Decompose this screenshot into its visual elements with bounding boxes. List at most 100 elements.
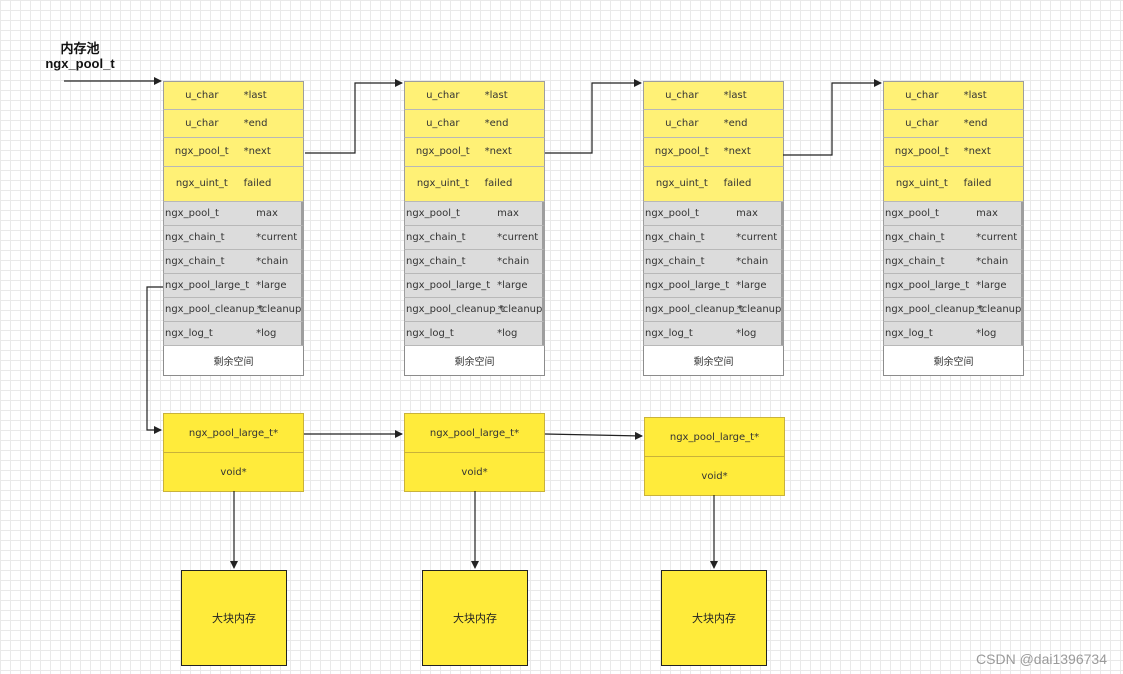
big-memory-block-3: 大块内存 — [661, 570, 767, 666]
pool-block-4: u_char *last u_char*end ngx_pool_t*next n… — [883, 81, 1024, 376]
field-name: max — [976, 207, 998, 219]
field-name: *next — [723, 146, 751, 158]
field-name: *chain — [497, 255, 530, 267]
field-name: *log — [497, 327, 518, 339]
field-type: ngx_pool_cleanup_t — [406, 303, 505, 315]
field-name: *next — [243, 146, 271, 158]
pool-field: u_char *last — [883, 81, 1024, 110]
field-name: *chain — [256, 255, 289, 267]
large-next-field: ngx_pool_large_t* — [645, 418, 784, 457]
field-type: ngx_pool_cleanup_t — [885, 303, 984, 315]
large-next-field: ngx_pool_large_t* — [164, 414, 303, 453]
field-type: ngx_pool_t — [894, 146, 949, 158]
free-space: 剩余空间 — [404, 345, 545, 376]
field-name: *current — [736, 231, 778, 243]
big-memory-block-2: 大块内存 — [422, 570, 528, 666]
pool-field: ngx_chain_t *current — [163, 225, 304, 250]
pool-field: u_char *end — [163, 109, 304, 138]
large-alloc-field: void* — [220, 466, 247, 478]
big-memory-block-1: 大块内存 — [181, 570, 287, 666]
field-name: *large — [497, 279, 528, 291]
field-type: ngx_log_t — [885, 327, 933, 339]
field-name: max — [736, 207, 758, 219]
pool-field: u_char*last — [404, 81, 545, 110]
field-name: *current — [976, 231, 1018, 243]
large-node-2: ngx_pool_large_t* void* — [404, 413, 545, 492]
pool-block-2: u_char*last u_char*end ngx_pool_t*next n… — [404, 81, 545, 376]
field-type: ngx_chain_t — [645, 255, 705, 267]
pool-field: ngx_pool_large_t *large — [404, 273, 545, 298]
pool-field: ngx_log_t*log — [643, 321, 784, 346]
pool-field: ngx_pool_large_t*large — [883, 273, 1024, 298]
field-name: max — [497, 207, 519, 219]
field-name: *current — [256, 231, 298, 243]
field-name: failed — [963, 178, 992, 189]
large-alloc-field: void* — [461, 466, 488, 478]
pool-field: u_char*end — [883, 109, 1024, 138]
field-type: u_char — [185, 117, 219, 129]
field-name: *large — [736, 279, 767, 291]
next-arrow-3 — [783, 79, 882, 156]
field-name: *log — [976, 327, 997, 339]
field-type: ngx_pool_t — [645, 207, 699, 219]
field-name: *last — [963, 89, 987, 101]
field-type: u_char — [665, 89, 699, 101]
field-type: ngx_chain_t — [165, 255, 225, 267]
field-type: ngx_pool_t — [406, 207, 460, 219]
diagram-title: 内存池 — [60, 41, 100, 56]
pool-field: ngx_pool_t*next — [643, 138, 784, 167]
pool-field: ngx_pool_t*next — [883, 138, 1024, 167]
field-type: ngx_uint_t — [416, 178, 469, 189]
field-name: *log — [736, 327, 757, 339]
field-type: u_char — [185, 89, 219, 101]
pool-field: ngx_log_t*log — [163, 321, 304, 346]
field-type: ngx_pool_cleanup_t — [165, 303, 264, 315]
field-name: *large — [256, 279, 287, 291]
pool-field: ngx_chain_t *chain — [163, 249, 304, 274]
large-next-arrow-2 — [544, 431, 643, 440]
field-name: *cleanup — [976, 303, 1022, 315]
pool-field: ngx_pool_cleanup_t*cleanup — [883, 297, 1024, 322]
field-type: u_char — [905, 117, 939, 129]
field-type: ngx_log_t — [406, 327, 454, 339]
watermark: CSDN @dai1396734 — [976, 651, 1107, 667]
field-type: ngx_pool_t — [165, 207, 219, 219]
field-type: ngx_pool_large_t — [165, 279, 250, 291]
next-arrow-2 — [545, 79, 642, 154]
next-arrow-1 — [305, 79, 403, 154]
diagram-subtitle: ngx_pool_t — [45, 56, 115, 71]
field-type: ngx_pool_cleanup_t — [645, 303, 744, 315]
field-type: ngx_pool_t — [415, 146, 470, 158]
pool-field: u_char *end — [404, 109, 545, 138]
large-next-field: ngx_pool_large_t* — [405, 414, 544, 453]
field-type: ngx_log_t — [165, 327, 213, 339]
field-name: failed — [723, 178, 752, 189]
field-name: *end — [243, 117, 268, 129]
pool-field: ngx_pool_t max — [643, 201, 784, 226]
field-name: *cleanup — [736, 303, 782, 315]
pool-field: ngx_pool_large_t*large — [643, 273, 784, 298]
large-alloc-field: void* — [701, 470, 728, 482]
pool-field: ngx_pool_cleanup_t*cleanup — [163, 297, 304, 322]
field-name: *current — [497, 231, 539, 243]
large-node-1: ngx_pool_large_t* void* — [163, 413, 304, 492]
pool-field: ngx_log_t *log — [404, 321, 545, 346]
field-type: ngx_pool_t — [174, 146, 229, 158]
field-name: *end — [484, 117, 509, 129]
field-type: ngx_chain_t — [645, 231, 705, 243]
pool-field: ngx_pool_cleanup_t*cleanup — [643, 297, 784, 322]
field-type: ngx_chain_t — [165, 231, 225, 243]
field-type: ngx_pool_large_t — [885, 279, 970, 291]
free-space: 剩余空间 — [883, 345, 1024, 376]
field-type: u_char — [426, 117, 460, 129]
field-type: u_char — [905, 89, 939, 101]
field-type: ngx_pool_large_t — [406, 279, 491, 291]
field-name: *cleanup — [256, 303, 302, 315]
pool-field: ngx_chain_t*current — [883, 225, 1024, 250]
